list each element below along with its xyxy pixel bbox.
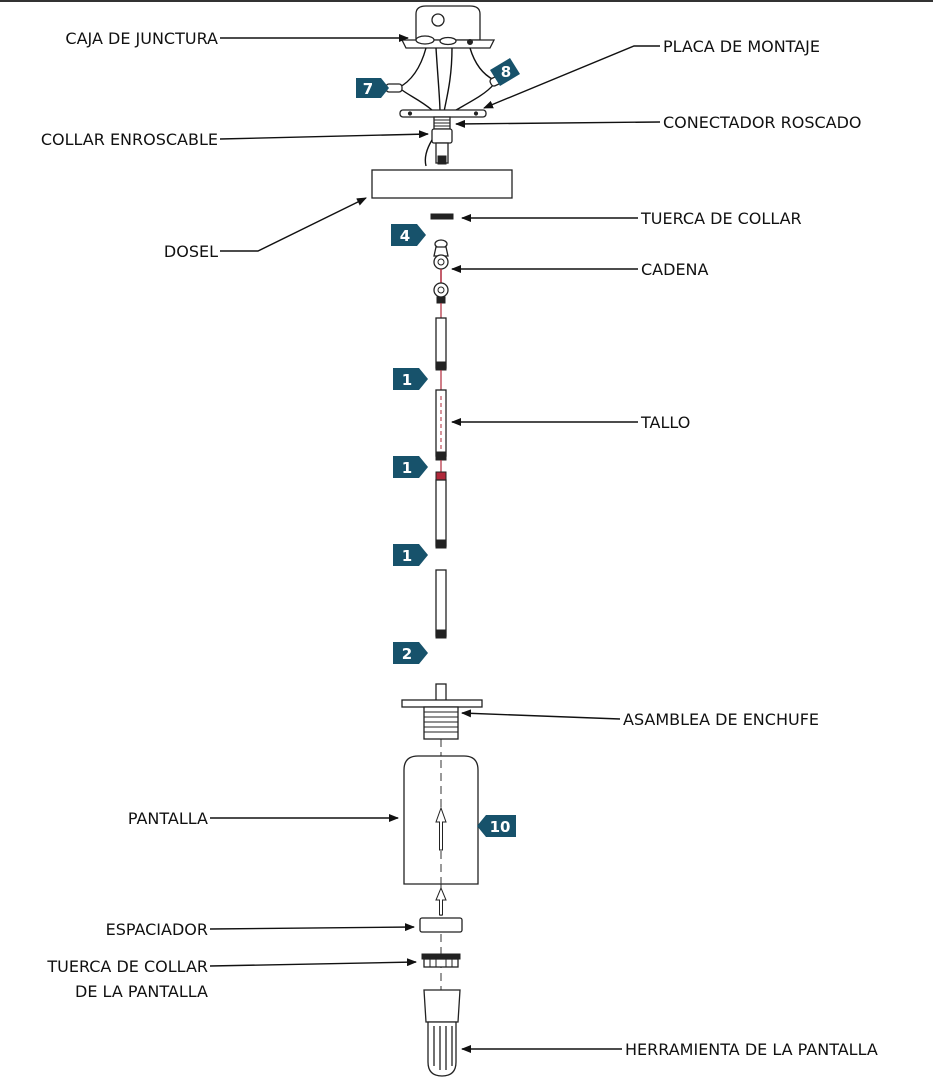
step-badge-8: 8 (490, 58, 520, 86)
label-collar-nut: TUERCA DE COLLAR (640, 209, 802, 228)
svg-text:4: 4 (400, 227, 410, 245)
leader-threaded-collar (219, 130, 429, 140)
leader-socket-assembly (461, 709, 621, 720)
collar-nut (430, 213, 454, 220)
label-shade-tool: HERRAMIENTA DE LA PANTALLA (625, 1040, 878, 1059)
leader-canopy (220, 197, 367, 252)
step-badge-1-third: 1 (393, 544, 428, 566)
wires (385, 47, 507, 113)
label-shade-collar-nut-line1: TUERCA DE COLLAR (46, 957, 208, 976)
leader-spacer (209, 923, 415, 932)
label-mounting-plate: PLACA DE MONTAJE (663, 37, 820, 56)
up-arrow-lower (435, 886, 447, 916)
label-stem: TALLO (640, 413, 690, 432)
canopy (371, 169, 513, 199)
step-badge-10: 10 (477, 815, 516, 837)
label-threaded-connector: CONECTADOR ROSCADO (663, 113, 862, 132)
step-badge-4: 4 (391, 224, 426, 246)
junction-box (400, 5, 496, 49)
svg-text:8: 8 (501, 63, 511, 81)
step-badge-1-first: 1 (393, 368, 428, 390)
threaded-collar (424, 128, 453, 167)
svg-text:10: 10 (490, 818, 511, 836)
step-badge-7: 7 (356, 78, 389, 98)
label-socket-assembly: ASAMBLEA DE ENCHUFE (623, 710, 819, 729)
mounting-plate (399, 109, 487, 118)
svg-text:7: 7 (363, 80, 373, 98)
label-chain: CADENA (641, 260, 709, 279)
label-junction-box: CAJA DE JUNCTURA (65, 29, 218, 48)
label-shade-collar-nut-line2: DE LA PANTALLA (75, 982, 208, 1001)
shade-tool (423, 989, 461, 1077)
svg-text:1: 1 (402, 547, 412, 565)
svg-text:1: 1 (402, 371, 412, 389)
socket-assembly (401, 683, 483, 740)
svg-text:2: 2 (402, 645, 412, 663)
step-badge-1-second: 1 (393, 456, 428, 478)
label-threaded-collar: COLLAR ENROSCABLE (41, 130, 218, 149)
leader-shade-collar-nut (209, 958, 417, 967)
shade-collar-nut (421, 953, 461, 968)
step-badge-2: 2 (393, 642, 428, 664)
label-canopy: DOSEL (164, 242, 218, 261)
stem-rods (435, 303, 447, 639)
label-spacer: ESPACIADOR (106, 920, 208, 939)
spacer (419, 917, 463, 933)
leader-mounting-plate (483, 45, 660, 109)
label-shade: PANTALLA (128, 809, 208, 828)
threaded-connector (433, 116, 451, 130)
shade (403, 755, 479, 885)
chain-assembly (433, 239, 449, 304)
leader-threaded-connector (455, 119, 661, 128)
svg-text:1: 1 (402, 459, 412, 477)
